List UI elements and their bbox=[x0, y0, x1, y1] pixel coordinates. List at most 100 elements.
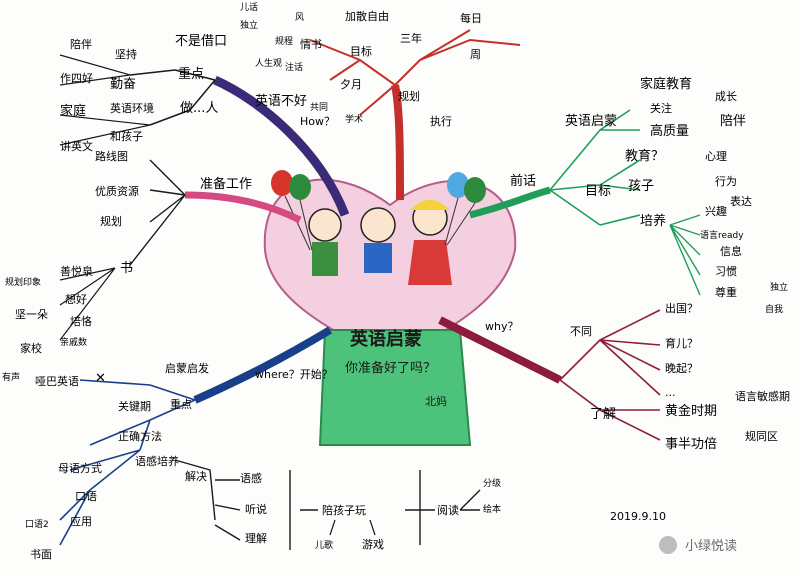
where-branch bbox=[193, 326, 333, 404]
where-c: 重点 bbox=[170, 397, 192, 411]
before-b: 目标 bbox=[585, 184, 611, 199]
date-label: 2019.9.10 bbox=[610, 510, 666, 523]
prep-item: 优质资源 bbox=[95, 184, 139, 198]
how-sub: 英语不好 bbox=[255, 94, 307, 109]
why-b: 了解 bbox=[590, 407, 616, 422]
before-branch bbox=[469, 186, 551, 219]
where-f: 语感培养 bbox=[135, 454, 179, 468]
solve-read-b: 绘本 bbox=[483, 503, 501, 515]
solve-item: 听说 bbox=[245, 502, 267, 516]
prep-item: 规划 bbox=[100, 214, 122, 228]
plan-item: 情书 bbox=[300, 38, 322, 51]
plan-item: 夕月 bbox=[340, 78, 362, 91]
solve-item: 理解 bbox=[245, 531, 267, 545]
before-a-item: 家庭教育 bbox=[640, 76, 692, 92]
plan-label: 规划 bbox=[398, 89, 420, 103]
before-c-item: 语言ready bbox=[700, 229, 744, 241]
center-title: 英语启蒙 bbox=[349, 328, 422, 350]
where-x: ✕ bbox=[95, 371, 106, 386]
center-signature: 北妈 bbox=[425, 394, 447, 408]
before-a-item: 关注 bbox=[650, 101, 672, 115]
prep-book: 书 bbox=[120, 261, 133, 276]
plan-item: 人生观 bbox=[255, 57, 282, 69]
why-a-item: 晚起？ bbox=[665, 362, 698, 375]
solve-mid-a: 儿歌 bbox=[315, 539, 333, 551]
before-a-item: 成长 bbox=[715, 90, 737, 103]
how-item: 作四好 bbox=[60, 71, 93, 85]
before-c-item: 习惯 bbox=[715, 264, 737, 278]
book-item: 想好 bbox=[65, 292, 87, 306]
plan-item: 独立 bbox=[240, 19, 258, 31]
why-a-item: ... bbox=[665, 386, 676, 399]
solve-mid: 陪孩子玩 bbox=[322, 503, 366, 517]
book-item: 培恪 bbox=[70, 314, 92, 328]
plan-exec: 执行 bbox=[430, 114, 452, 128]
where-i: 口语 bbox=[75, 490, 97, 503]
book-extra: 有声 bbox=[2, 371, 20, 383]
prep-item: 路线图 bbox=[95, 149, 128, 163]
how-focus: 重点 bbox=[178, 66, 204, 82]
plan-branch bbox=[391, 84, 404, 201]
trunk-shape bbox=[318, 329, 472, 446]
how-item: 讲英文 bbox=[60, 139, 93, 153]
where-b: 关键期 bbox=[118, 399, 151, 413]
why-b-item: 语言敏感期 bbox=[735, 389, 790, 403]
plan-item: 周 bbox=[470, 48, 481, 61]
before-b-item: 教育？ bbox=[625, 148, 664, 164]
before-b-item: 表达 bbox=[730, 194, 752, 208]
why-b-item: 规同区 bbox=[745, 429, 778, 443]
why-branch bbox=[438, 316, 562, 384]
before-label: 前话 bbox=[510, 173, 536, 189]
balloons-drawing bbox=[271, 170, 486, 251]
how-item: 坚持 bbox=[115, 47, 137, 61]
before-a: 英语启蒙 bbox=[565, 114, 617, 129]
before-b-item: 孩子 bbox=[628, 179, 654, 194]
where-label: where？开始？ bbox=[255, 367, 333, 381]
solve-item: 语感 bbox=[240, 472, 262, 485]
before-a-item: 高质量 bbox=[650, 123, 689, 139]
why-b-item: 黄金时期 bbox=[665, 403, 717, 419]
plan-item: 风 bbox=[295, 12, 304, 23]
before-c-item: 兴趣 bbox=[705, 204, 727, 218]
how-item: 陪伴 bbox=[70, 37, 92, 51]
how-branch bbox=[213, 75, 350, 217]
why-label: why？ bbox=[485, 320, 518, 333]
book-item: 坚一朵 bbox=[15, 308, 48, 321]
book-item: 规划印象 bbox=[5, 276, 41, 288]
solve-read: 阅读 bbox=[437, 503, 459, 517]
plan-item: 共同 bbox=[310, 102, 328, 113]
where-k: 口语2 bbox=[25, 519, 49, 530]
before-c: 培养 bbox=[640, 213, 666, 229]
plan-item: 每日 bbox=[460, 11, 482, 25]
plan-item: 儿话 bbox=[240, 1, 258, 13]
plan-item: 规程 bbox=[275, 36, 293, 47]
plan-item: 注话 bbox=[285, 61, 303, 73]
before-c-item: 尊重 bbox=[715, 285, 737, 299]
before-b-item: 心理 bbox=[705, 150, 727, 163]
how-item: 勤奋 bbox=[110, 77, 136, 92]
why-a: 不同 bbox=[570, 325, 592, 338]
how-do: 做...人 bbox=[180, 101, 218, 116]
before-c-item: 信息 bbox=[720, 244, 742, 258]
where-d: 正确方法 bbox=[118, 429, 162, 443]
book-item: 亲戚数 bbox=[60, 336, 87, 348]
watermark-label: 小绿悦读 bbox=[685, 539, 737, 554]
book-item: 善悦泉 bbox=[60, 264, 93, 278]
prep-label: 准备工作 bbox=[200, 176, 252, 192]
before-b-item: 行为 bbox=[715, 175, 737, 188]
why-a-item: 育儿？ bbox=[665, 336, 698, 350]
why-a-item: 出国？ bbox=[665, 301, 698, 315]
why-b-item: 事半功倍 bbox=[665, 437, 717, 452]
before-c-item: 独立 bbox=[770, 281, 788, 293]
children-drawing bbox=[308, 200, 452, 285]
where-a: 哑巴英语 bbox=[35, 374, 79, 388]
center-subtitle: 你准备好了吗？ bbox=[345, 360, 436, 376]
before-a-item: 陪伴 bbox=[720, 114, 746, 129]
book-item: 家校 bbox=[20, 341, 42, 355]
where-j: 书面 bbox=[30, 548, 52, 561]
how-item: 家庭 bbox=[60, 103, 86, 119]
how-not-excuse: 不是借口 bbox=[175, 34, 227, 49]
how-label: How？ bbox=[300, 115, 335, 128]
